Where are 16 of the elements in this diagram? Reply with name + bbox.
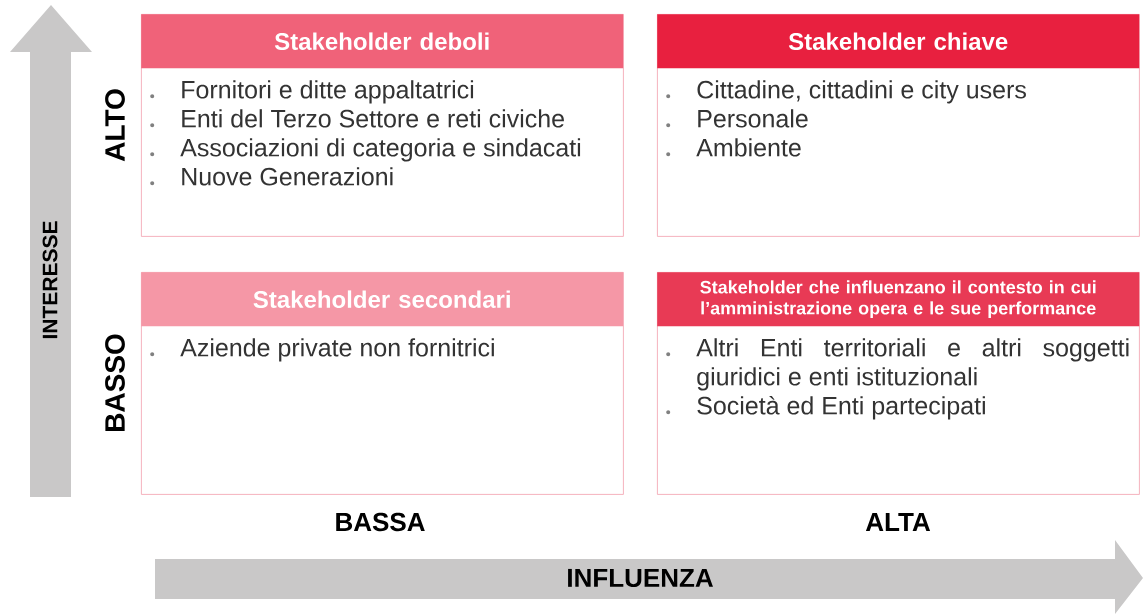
list-item: Fornitori e ditte appaltatrici <box>150 80 474 104</box>
list-item: Enti del Terzo Settore e reti civiche <box>150 109 564 128</box>
axis-label: INTERESSE <box>42 221 58 339</box>
list-item: Società ed Enti partecipati <box>666 395 985 420</box>
list-item: Altri Enti territoriali e altri soggetti giuridici e enti istituzionali <box>666 338 1129 391</box>
list-item: Aziende private non fornitrici <box>150 338 494 362</box>
list-item: Nuove Generazioni <box>150 167 393 186</box>
axis-label: INFLUENZA <box>568 568 713 588</box>
header-band: Stakeholder che influenzano il contesto in cui l’amministrazione opera e le sue performance <box>657 272 1140 327</box>
header-band: Stakeholder chiave <box>657 14 1140 69</box>
list-item: Associazioni di categoria e sindacati <box>150 138 581 162</box>
header-band: Stakeholder deboli <box>141 14 624 69</box>
list-item: Personale <box>666 109 808 128</box>
list-item: Cittadine, cittadini e city users <box>666 80 1026 104</box>
header-band: Stakeholder secondari <box>141 272 624 327</box>
list-item: Ambiente <box>666 138 801 157</box>
